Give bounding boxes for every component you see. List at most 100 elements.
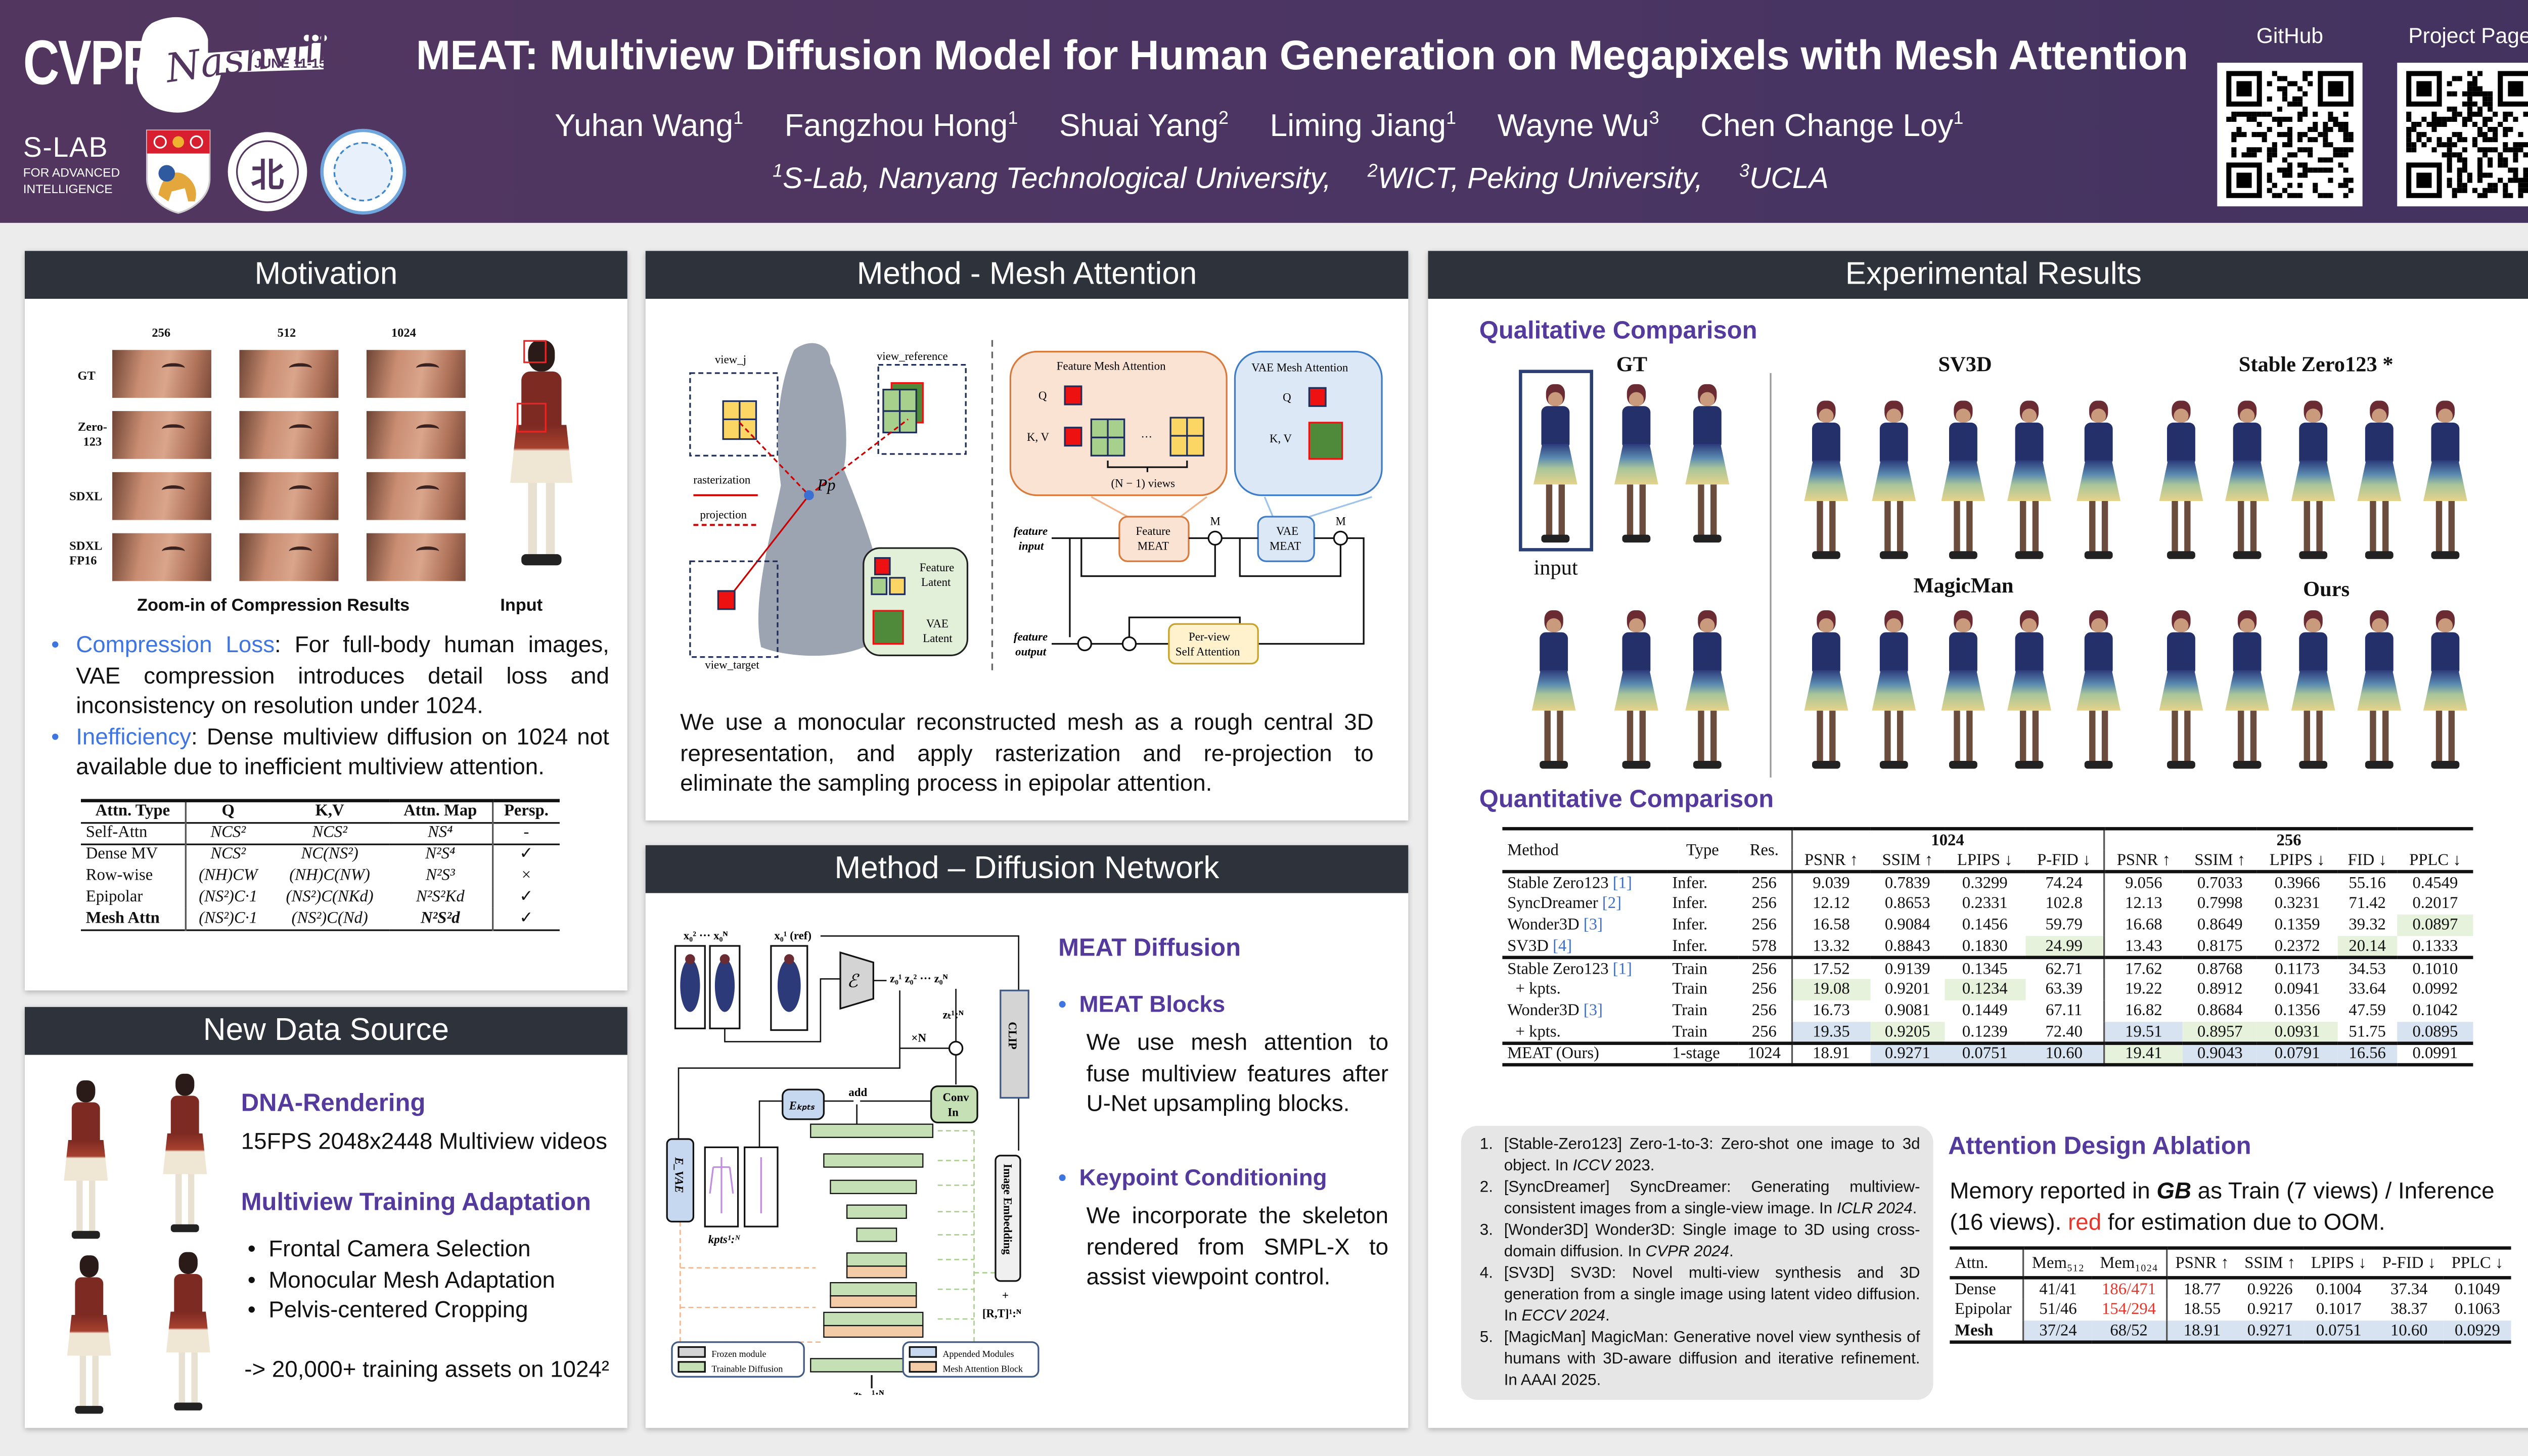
row-label: SDXL: [69, 488, 103, 504]
resolution-cell: 256: [1738, 870, 1792, 893]
poster-header: CVPR Nashville JUNE 11-15, 2025 S-LAB FO…: [0, 0, 2528, 223]
metric-cell: 71.42: [2349, 894, 2386, 913]
metric-cell: 0.1359: [2274, 916, 2320, 935]
metric-cell: 16.58: [1790, 914, 1871, 936]
citation-link[interactable]: [3]: [1583, 916, 1603, 935]
vae-meat-label-2: MEAT: [1270, 539, 1301, 552]
plus-label: +: [1002, 1289, 1009, 1302]
fma-kv-token: [1064, 427, 1082, 447]
column-header: Type: [1667, 827, 1738, 872]
label-point: Pp: [817, 476, 835, 494]
metric-cell: 0.1449: [1962, 1002, 2008, 1020]
author-affil: 1: [733, 109, 744, 129]
data-source-title: New Data Source: [24, 1007, 627, 1055]
method-cell: Stable Zero123 [1]: [1502, 870, 1667, 893]
method-name: Stable Zero123: [1507, 960, 1613, 978]
human-render-image: [63, 1246, 116, 1418]
table-cell: 37/24: [2022, 1321, 2092, 1342]
human-render-image: [59, 1071, 112, 1243]
table-cell: 18.77: [2165, 1276, 2237, 1299]
feature-output-label: feature: [1014, 630, 1048, 643]
citation-link[interactable]: [3]: [1583, 1002, 1603, 1020]
metric-cell: 0.1345: [1945, 956, 2025, 979]
metric-cell: 10.60: [2025, 1041, 2104, 1065]
human-render-image: [1681, 375, 1734, 547]
bullet-keyword: Inefficiency: [76, 722, 192, 749]
conv-in-label-2: In: [947, 1106, 959, 1118]
bullet-dot: •: [51, 630, 60, 657]
citation-link[interactable]: [1]: [1612, 960, 1632, 978]
reference-text: [Wonder3D] Wonder3D: Single image to 3D …: [1504, 1221, 1920, 1261]
affil-text: S-Lab, Nanyang Technological University,: [783, 162, 1331, 195]
table-cell: 0.1017: [2316, 1301, 2362, 1319]
table-cell: 0.1063: [2455, 1301, 2500, 1319]
list-item-text: Frontal Camera Selection: [268, 1235, 531, 1261]
list-item: • Frontal Camera Selection: [247, 1235, 531, 1261]
metric-cell: 0.7839: [1870, 870, 1945, 893]
column-header: SSIM ↑: [1882, 851, 1933, 870]
column-header: Attn. Type: [81, 799, 186, 823]
author: Chen Change Loy1: [1700, 109, 1963, 146]
author-name: Yuhan Wang: [555, 109, 734, 145]
vae-meat-block: [1257, 516, 1315, 562]
conv-in-label: Conv: [942, 1091, 969, 1104]
metric-cell: 63.39: [2045, 980, 2083, 999]
metric-cell: 9.056: [2103, 870, 2183, 893]
legend-vae-2: Latent: [923, 632, 953, 645]
table-cell: 18.91: [2165, 1321, 2237, 1342]
metric-cell: 0.1239: [1962, 1022, 2008, 1041]
metric-cell: 0.1830: [1962, 937, 2008, 955]
type-cell: Infer.: [1672, 937, 1708, 955]
metric-cell: 0.1456: [1962, 916, 2008, 935]
qr-code-icon: [2226, 71, 2354, 198]
reference-venue: ICLR 2024: [1836, 1200, 1913, 1218]
metric-cell: 18.91: [1790, 1041, 1871, 1065]
metric-cell: 0.0931: [2257, 1022, 2337, 1043]
citation-link[interactable]: [4]: [1553, 937, 1572, 955]
bullet-item: •Inefficiency: Dense multiview diffusion…: [51, 720, 609, 782]
motivation-panel: Motivation 256 512 1024 GT Zero-123 SDXL…: [24, 251, 627, 991]
face-crop-image: [112, 533, 211, 581]
human-render-image: [2353, 391, 2406, 564]
metric-cell: 0.8957: [2183, 1022, 2258, 1043]
add-label: add: [848, 1086, 867, 1099]
table-cell: 38.37: [2390, 1301, 2428, 1319]
view-target-box: [689, 560, 779, 658]
keypoints-label: kpts¹:ᴺ: [708, 1233, 741, 1246]
resolution-cell: 256: [1751, 916, 1777, 935]
metric-cell: 0.9139: [1870, 956, 1945, 979]
author-affil: 1: [1008, 109, 1018, 129]
surface-point: [804, 490, 814, 500]
project-page-qr-code[interactable]: [2397, 63, 2528, 207]
signal-flow-lines: [1052, 530, 1365, 652]
training-adaptation-heading: Multiview Training Adaptation: [241, 1189, 591, 1217]
fma-q-label: Q: [1039, 389, 1047, 402]
note-text: for estimation due to OOM.: [2101, 1208, 2385, 1235]
data-source-panel: New Data Source DNA-Rendering 15FPS 2048…: [24, 1007, 627, 1428]
affil-number: 2: [1367, 162, 1378, 182]
github-qr-code[interactable]: [2217, 63, 2363, 207]
vma-q-token: [1308, 387, 1327, 407]
view-j-box: [689, 372, 779, 457]
citation-link[interactable]: [2]: [1602, 894, 1622, 913]
table-cell: Epipolar: [85, 888, 143, 906]
legend-frozen: Frozen module: [711, 1349, 766, 1359]
column-header: P-FID ↓: [2374, 1246, 2444, 1278]
resolution-cell: 256: [1751, 894, 1777, 913]
column-header: K,V: [270, 799, 389, 823]
table-cell: NC(NS²): [270, 842, 389, 866]
table-cell: NCS²: [270, 821, 389, 844]
affiliation: 1S-Lab, Nanyang Technological University…: [773, 162, 1331, 197]
method-name: SV3D: [1507, 937, 1553, 955]
input-views-label: x₀² ··· x₀ᴺ: [684, 929, 728, 942]
encoder-block: [839, 951, 874, 1010]
citation-link[interactable]: [1]: [1612, 874, 1632, 892]
table-cell: ✓: [491, 886, 560, 908]
column-header: Q: [184, 799, 270, 823]
